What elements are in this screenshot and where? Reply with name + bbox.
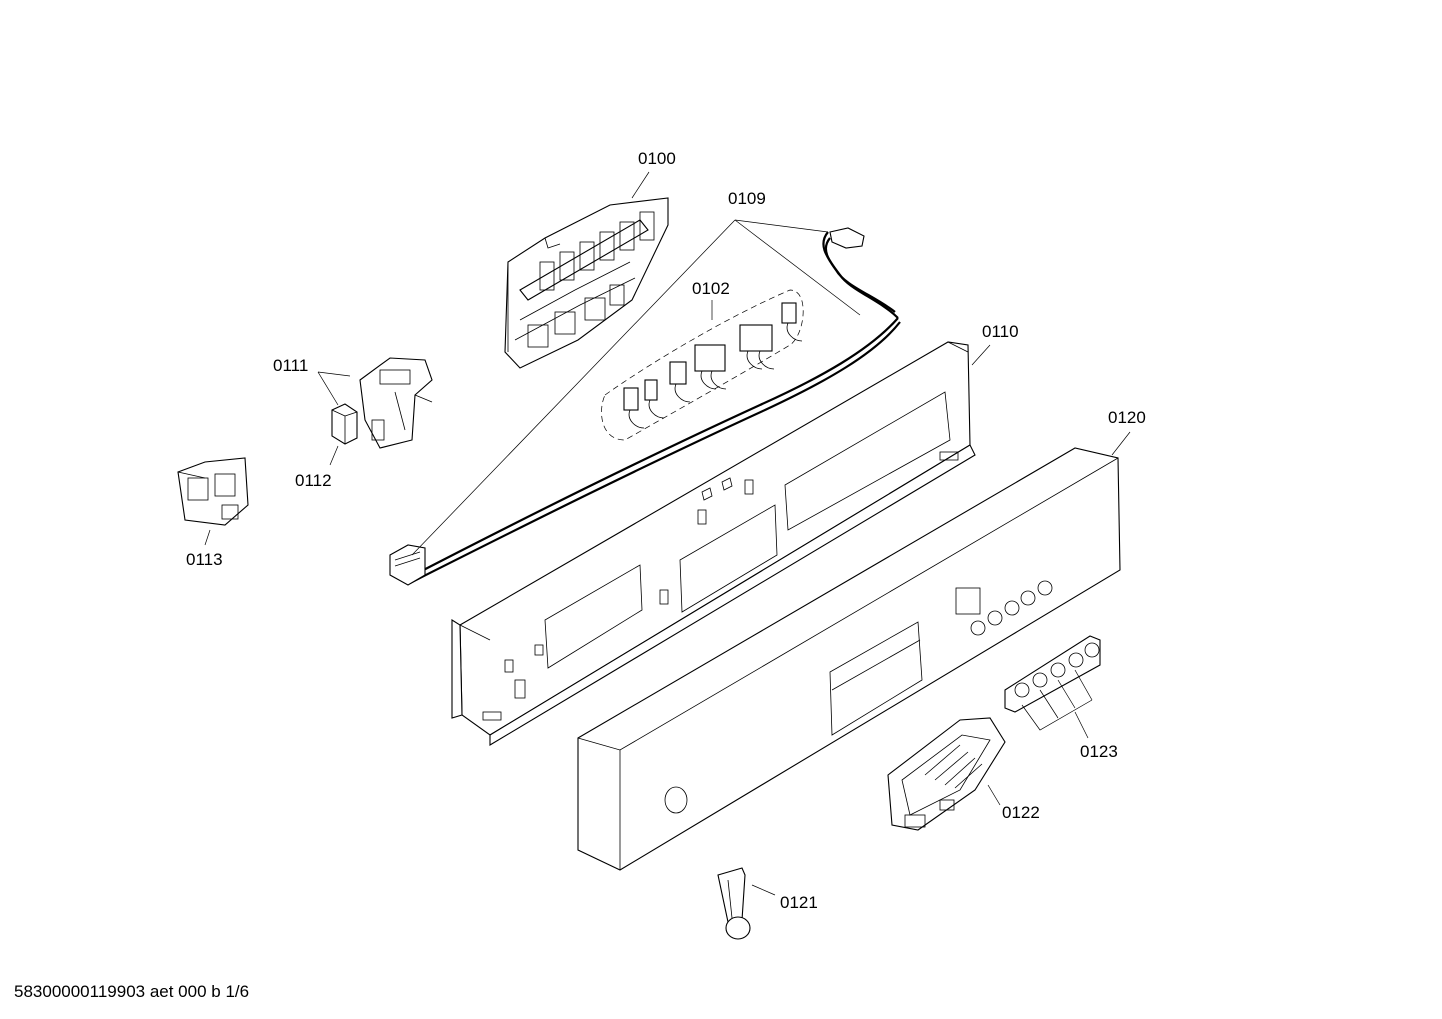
label-0122: 0122 — [1002, 803, 1040, 822]
label-0100: 0100 — [638, 149, 676, 168]
leader-0109-a — [411, 219, 736, 556]
leader-0123-c — [1057, 679, 1076, 709]
part-0100-control-module[interactable] — [504, 197, 669, 369]
leader-0100 — [631, 171, 650, 199]
leader-0121 — [751, 884, 776, 896]
leader-0110 — [971, 344, 991, 366]
part-0110-frame-panel[interactable] — [451, 341, 976, 746]
label-0123: 0123 — [1080, 742, 1118, 761]
part-0121-button[interactable] — [717, 867, 751, 940]
part-0102-connectors[interactable] — [601, 289, 804, 441]
label-0113: 0113 — [186, 550, 223, 569]
leader-0111-a — [317, 371, 339, 406]
label-0109: 0109 — [728, 189, 766, 208]
leader-0123-d — [1074, 669, 1093, 701]
leader-0109-b — [734, 219, 861, 316]
label-0102: 0102 — [692, 279, 730, 298]
drawing-number-footer: 58300000119903 aet 000 b 1/6 — [14, 982, 250, 1001]
leader-0112 — [329, 445, 339, 466]
part-0112-capacitor[interactable] — [331, 403, 358, 445]
label-0121: 0121 — [780, 893, 818, 912]
leader-0123 — [1021, 699, 1093, 731]
label-0111: 0111 — [273, 356, 309, 375]
part-0113-component[interactable] — [177, 457, 249, 526]
leader-0120 — [1111, 431, 1131, 456]
part-0109-wiring-harness[interactable] — [389, 227, 901, 586]
part-0123-button-strip[interactable] — [1004, 635, 1101, 713]
part-0111-door-switch[interactable] — [359, 357, 433, 449]
leader-0113 — [204, 529, 211, 546]
label-0120: 0120 — [1108, 408, 1146, 427]
label-0110: 0110 — [982, 322, 1019, 341]
leader-0123-e — [1074, 711, 1089, 739]
part-0120-front-panel[interactable] — [577, 447, 1121, 871]
part-0122-handle[interactable] — [887, 717, 1006, 831]
leader-0123-b — [1039, 689, 1059, 719]
label-0112: 0112 — [295, 471, 332, 490]
leader-0111-b — [317, 371, 351, 377]
leader-0122 — [987, 784, 1001, 806]
leader-0109-c — [734, 219, 829, 233]
